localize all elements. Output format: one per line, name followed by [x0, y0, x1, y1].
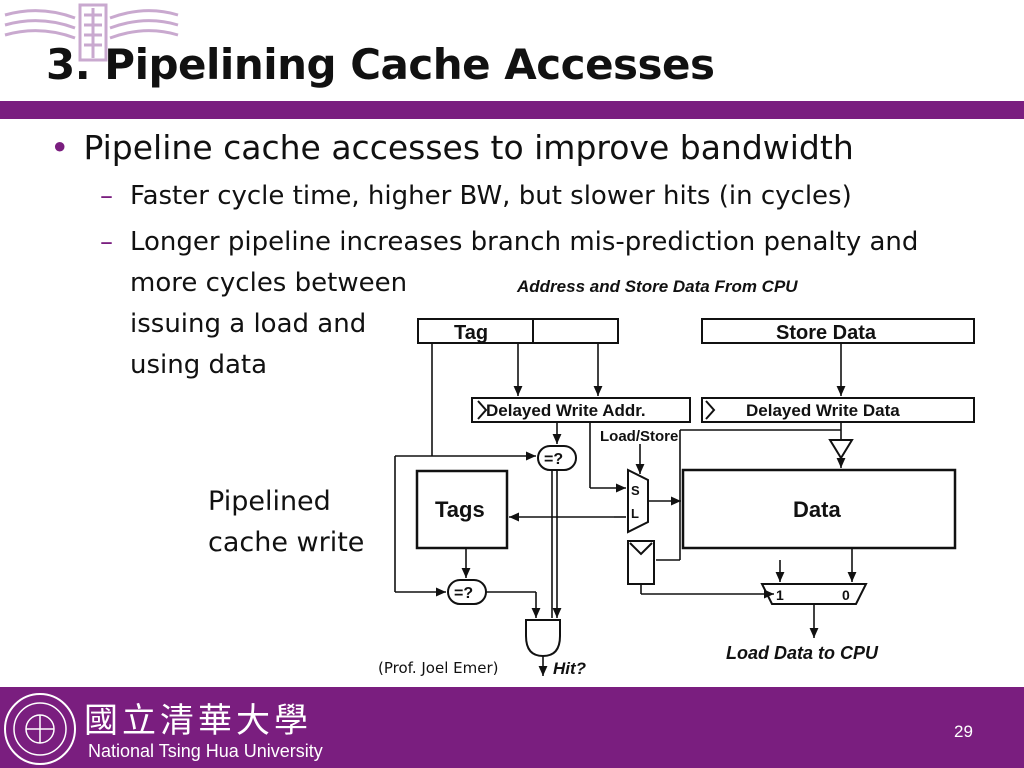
- tag-label: Tag: [454, 322, 488, 344]
- hit-label: Hit?: [553, 659, 587, 678]
- title-divider: [0, 101, 1024, 119]
- sub-bullet-2-line1: Longer pipeline increases branch mis-pre…: [130, 227, 919, 257]
- delayed-write-addr-register: [471, 397, 691, 423]
- bullet-dot-icon: •: [50, 128, 70, 167]
- delayed-data-label: Delayed Write Data: [746, 401, 900, 420]
- diagram-caption: Pipelined cache write: [208, 481, 378, 563]
- tristate-buffer: [828, 439, 854, 460]
- university-seal-icon: [4, 693, 76, 765]
- caption-line1: Pipelined: [208, 486, 331, 517]
- mux-in1-label: 1: [776, 587, 784, 603]
- bullet-main-text: Pipeline cache accesses to improve bandw…: [83, 128, 854, 167]
- diagram-header-label: Address and Store Data From CPU: [516, 277, 798, 296]
- dash-icon: –: [100, 227, 113, 257]
- university-name-cn: 國立清華大學: [84, 701, 312, 741]
- store-data-register: [701, 318, 975, 344]
- sub-bullet-2: –Longer pipeline increases branch mis-pr…: [100, 222, 1000, 386]
- tag-register: [417, 318, 619, 344]
- load-store-label: Load/Store: [600, 428, 678, 445]
- mux-in0-label: 0: [842, 587, 850, 603]
- dash-icon: –: [100, 181, 113, 211]
- sub-bullet-1-text: Faster cycle time, higher BW, but slower…: [130, 181, 852, 211]
- footer-bar: [0, 687, 1024, 768]
- pipelined-cache-write-diagram: Address and Store Data From CPU Tag Stor…: [394, 277, 975, 678]
- delayed-addr-label: Delayed Write Addr.: [486, 401, 646, 420]
- store-data-label: Store Data: [776, 322, 877, 344]
- mux-sl: [627, 468, 649, 534]
- sub-bullet-2-line4: using data: [130, 350, 268, 380]
- sub-bullet-2-line2: more cycles between: [130, 268, 408, 298]
- sub-bullet-2-line3: issuing a load and: [130, 309, 367, 339]
- delayed-write-data-register: [701, 397, 975, 423]
- pipeline-register: [627, 540, 655, 585]
- university-logo-watermark: [4, 3, 179, 62]
- sub-bullet-1: –Faster cycle time, higher BW, but slowe…: [100, 176, 852, 217]
- data-block: [681, 468, 957, 550]
- image-credit: (Prof. Joel Emer): [378, 659, 499, 677]
- compare-bottom-label: =?: [454, 585, 473, 602]
- compare-top-label: =?: [544, 451, 563, 468]
- caption-line2: cache write: [208, 527, 365, 558]
- page-title: 3. Pipelining Cache Accesses: [46, 40, 715, 89]
- tags-label: Tags: [435, 497, 485, 522]
- tags-block: [415, 469, 509, 550]
- and-gate: [525, 619, 561, 658]
- mux-l-label: L: [631, 506, 639, 521]
- load-data-label: Load Data to CPU: [726, 643, 879, 663]
- mux-s-label: S: [631, 483, 640, 498]
- university-name-en: National Tsing Hua University: [88, 741, 323, 761]
- data-label: Data: [793, 497, 841, 522]
- page-number: 29: [954, 722, 973, 741]
- bullet-main: • Pipeline cache accesses to improve band…: [50, 128, 854, 167]
